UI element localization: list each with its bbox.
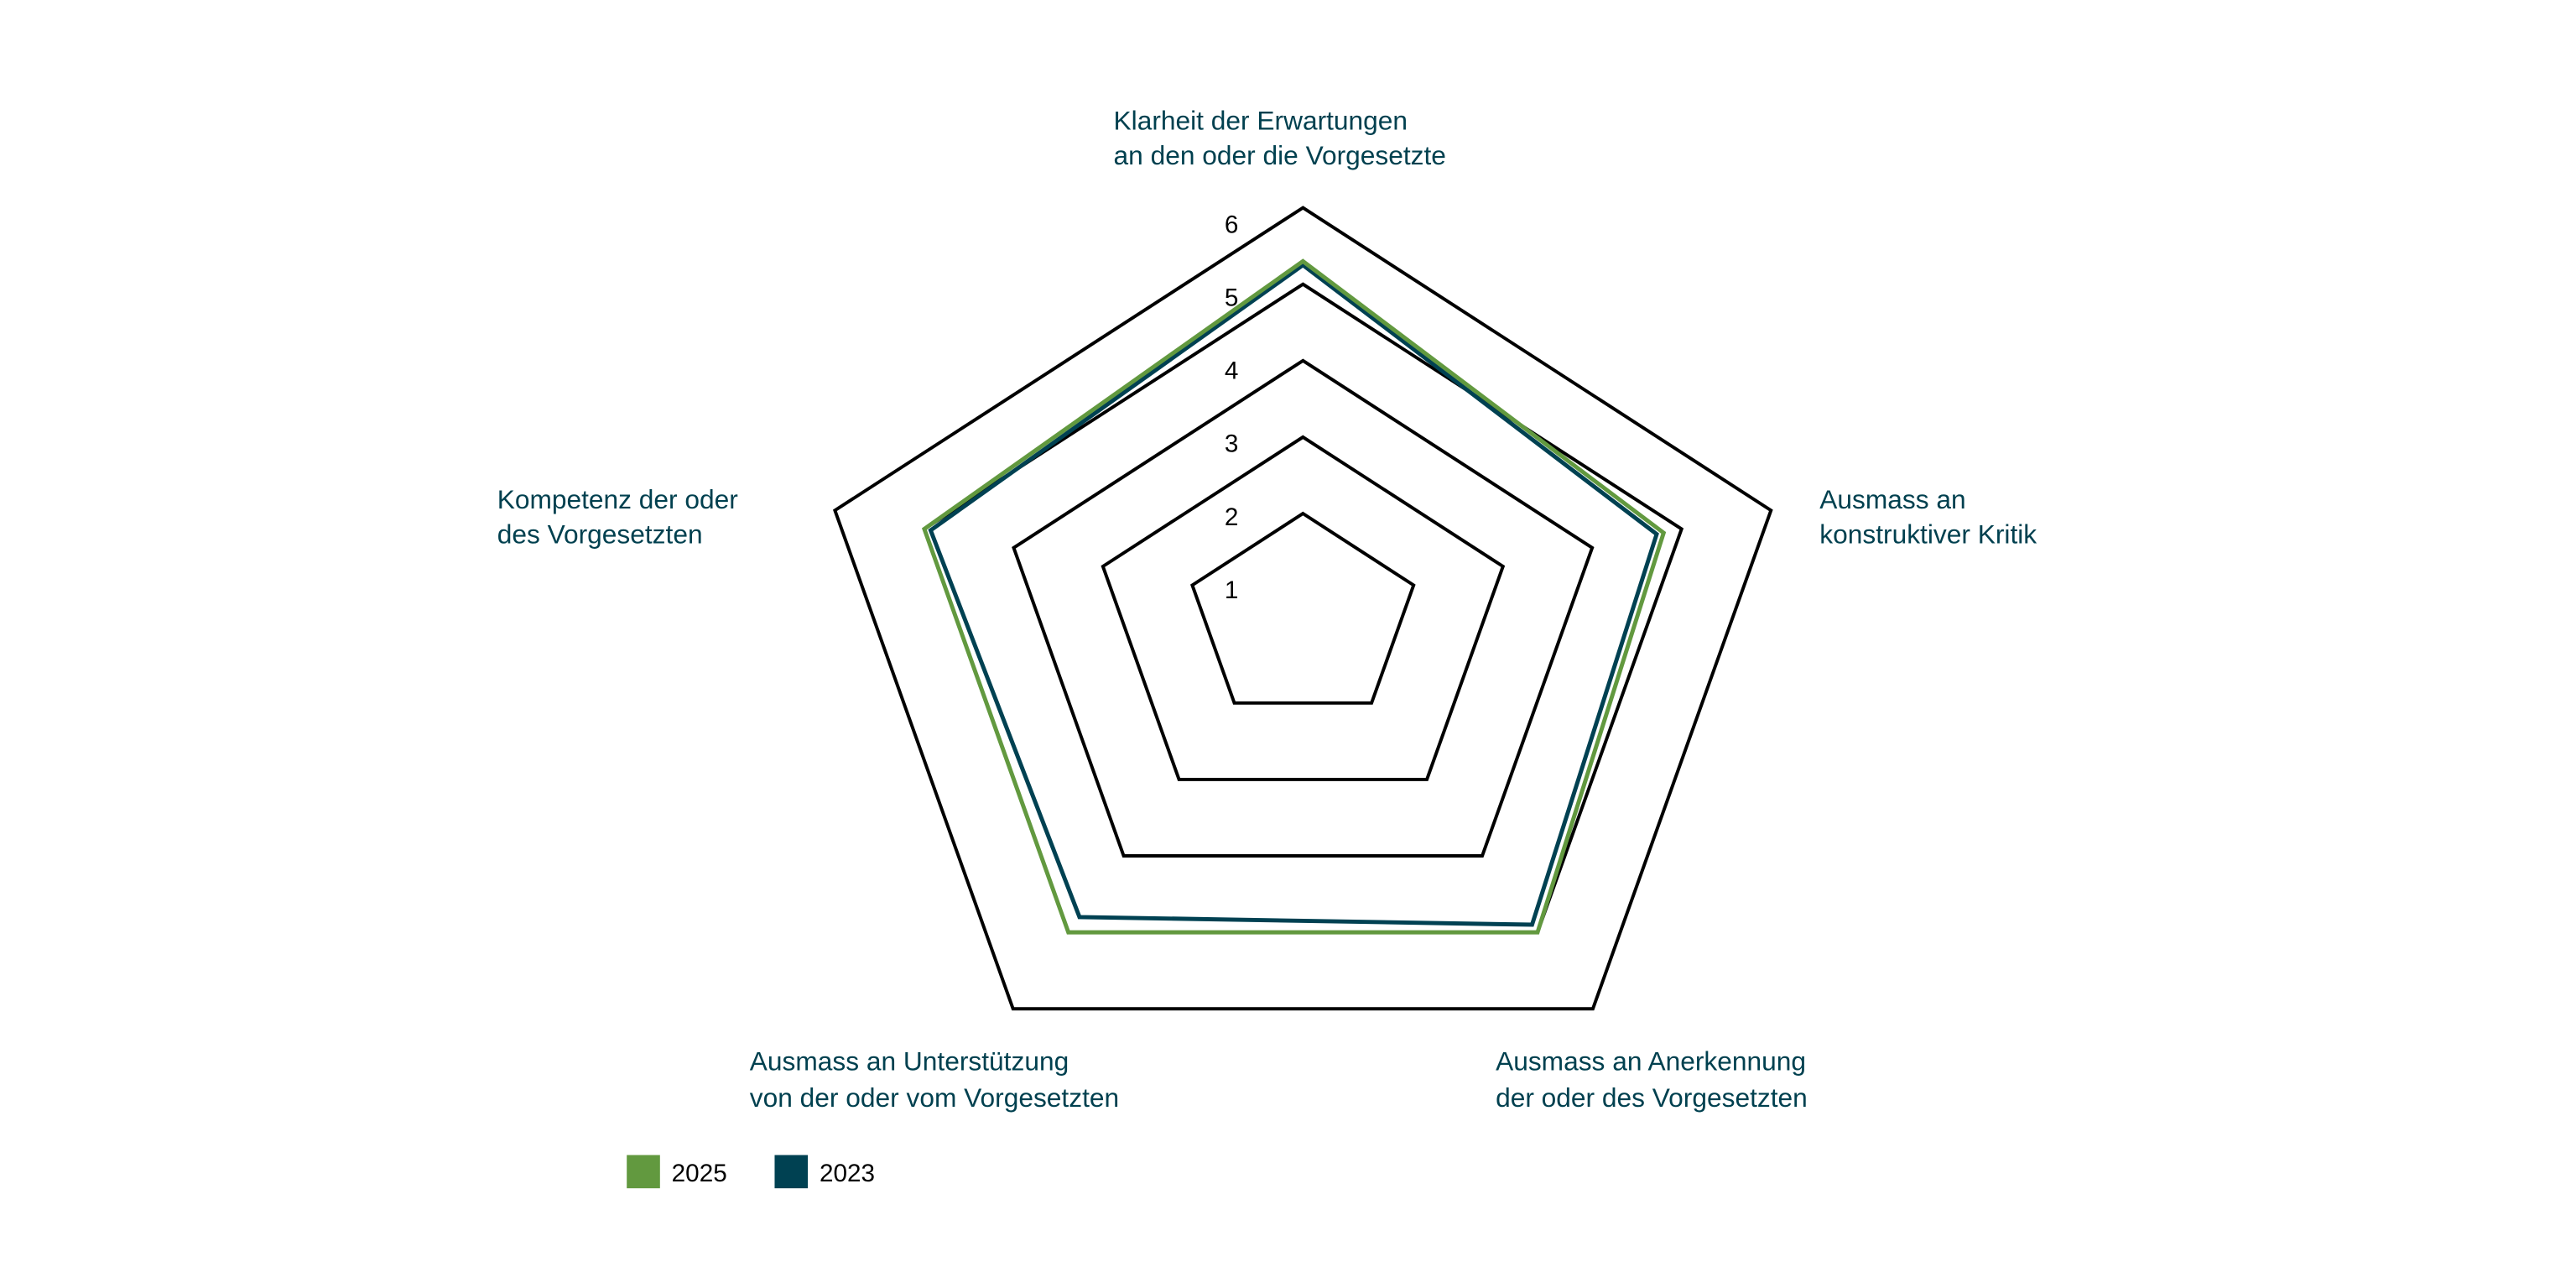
legend-label-2025: 2025	[672, 1160, 727, 1187]
grid-ring-3	[1101, 435, 1506, 781]
legend-label-2023: 2023	[820, 1160, 875, 1187]
axis-label-kritik: Ausmass an konstruktiver Kritik	[1819, 484, 2037, 550]
legend: 2025 2023	[627, 1155, 875, 1189]
series-line-2025	[921, 258, 1667, 935]
tick-label-6: 6	[1225, 211, 1239, 238]
tick-label-3: 3	[1225, 430, 1239, 458]
axis-label-unterstuetzung: Ausmass an Unterstützung von der oder vo…	[750, 1046, 1119, 1113]
grid-ring-4	[1012, 358, 1595, 858]
axis-label-kompetenz: Kompetenz der oder des Vorgesetzten	[497, 484, 746, 550]
axis-label-klarheit: Klarheit der Erwartungen an den oder die…	[1114, 105, 1446, 170]
series-line-2023	[928, 262, 1659, 927]
legend-swatch-2023	[774, 1155, 809, 1189]
axis-labels: Klarheit der Erwartungen an den oder die…	[497, 105, 2037, 1113]
data-series	[921, 258, 1667, 935]
axis-label-anerkennung: Ausmass an Anerkennung der oder des Vorg…	[1496, 1046, 1814, 1113]
grid-ring-2	[1190, 511, 1416, 705]
tick-label-2: 2	[1225, 503, 1239, 531]
tick-label-4: 4	[1225, 357, 1239, 385]
tick-label-5: 5	[1225, 284, 1239, 311]
tick-labels: 1 2 3 4 5 6	[1225, 211, 1239, 604]
grid-rings	[832, 206, 1773, 1011]
tick-label-1: 1	[1225, 576, 1239, 604]
legend-swatch-2025	[627, 1155, 660, 1189]
grid-ring-6	[832, 206, 1773, 1011]
